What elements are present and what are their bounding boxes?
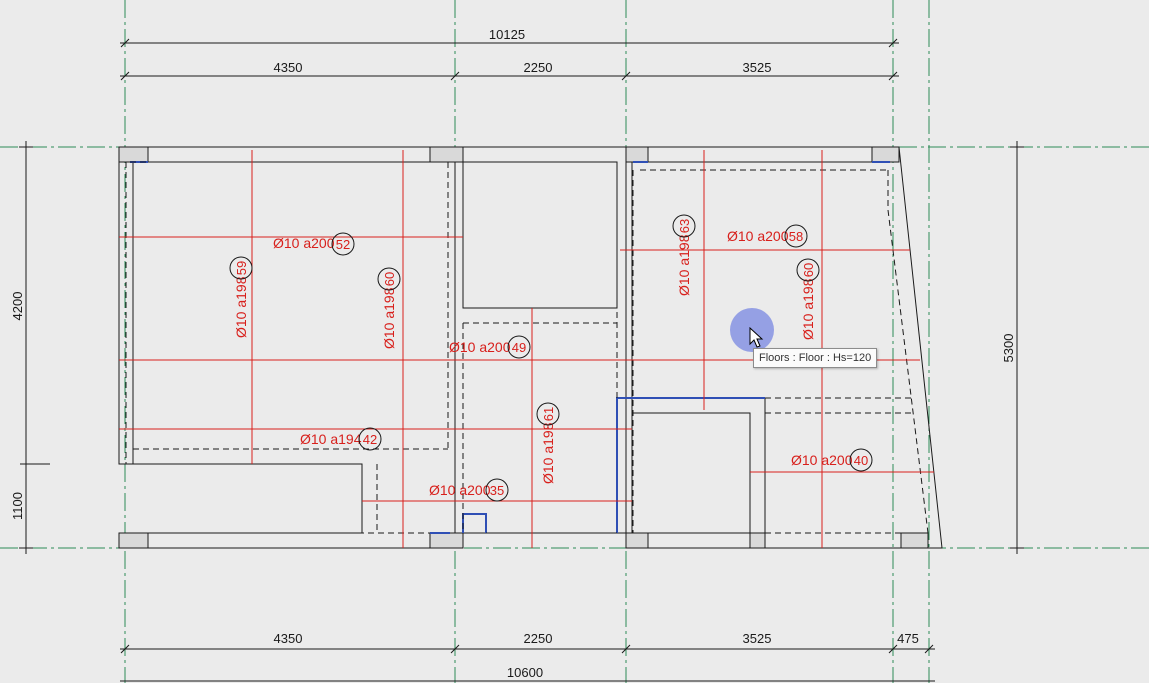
rebar-tag: 42 <box>363 432 377 447</box>
rebar-tag: 52 <box>336 237 350 252</box>
dim-bottom-seg-1: 4350 <box>274 631 303 646</box>
rebar-label: Ø10 a200 <box>273 235 335 251</box>
rebar-tag-circle <box>331 232 355 256</box>
dim-tick <box>621 71 631 81</box>
rebar-label: Ø10 a200 <box>429 482 491 498</box>
rebar-lines <box>119 150 934 548</box>
rebar-annotation-52[interactable]: Ø10 a200 52 <box>273 232 355 256</box>
dim-bottom-total: 10600 <box>507 665 543 680</box>
rebar-label: Ø10 a200 <box>449 339 511 355</box>
rebar-annotation-42[interactable]: Ø10 a194 42 <box>300 427 382 451</box>
column-block <box>871 146 900 163</box>
left-slab-outline <box>118 147 455 549</box>
dim-top-seg-1: 4350 <box>274 60 303 75</box>
dim-right: 5300 <box>1001 334 1016 363</box>
rebar-tag-circle <box>849 448 873 472</box>
rebar-annotation-58[interactable]: Ø10 a200 58 <box>727 224 808 248</box>
rebar-tag-circle <box>377 267 401 291</box>
rebar-annotation-35[interactable]: Ø10 a200 35 <box>429 478 509 502</box>
dim-tick <box>924 644 934 654</box>
highlight-edge <box>462 513 487 533</box>
rebar-annotation-61[interactable]: Ø10 a198 61 <box>536 402 560 484</box>
rebar-label: Ø10 a198 <box>540 422 556 484</box>
column-block <box>118 146 149 163</box>
element-tooltip: Floors : Floor : Hs=120 <box>753 348 878 368</box>
rebar-tag: 35 <box>490 483 504 498</box>
dim-left-upper: 4200 <box>10 292 25 321</box>
dim-tick <box>888 38 898 48</box>
right-edge <box>626 146 943 549</box>
highlight-edge <box>616 397 765 533</box>
rebar-label: Ø10 a198 <box>676 234 692 296</box>
rebar-label: Ø10 a200 <box>727 228 789 244</box>
rebar-label: Ø10 a198 <box>233 276 249 338</box>
dim-bottom-seg-4: 475 <box>897 631 919 646</box>
column-block <box>900 532 929 549</box>
column-block <box>625 146 649 163</box>
rebar-label: Ø10 a194 <box>300 431 362 447</box>
rebar-annotation-63[interactable]: Ø10 a198 63 <box>672 214 696 296</box>
rebar-annotations: Ø10 a200 52 Ø10 a200 49 Ø10 a194 42 Ø10 … <box>229 214 873 502</box>
column-block <box>749 532 766 549</box>
rebar-tag: 60 <box>382 272 397 286</box>
mouse-pointer-icon <box>749 327 764 348</box>
rebar-tag-circle <box>485 478 509 502</box>
column-blocks <box>118 146 929 549</box>
opening-outline <box>462 161 618 309</box>
dim-top-seg-3: 3525 <box>743 60 772 75</box>
dash-line <box>887 209 929 534</box>
rebar-tag: 63 <box>677 219 692 233</box>
dim-tick <box>888 644 898 654</box>
dim-top-seg-2: 2250 <box>524 60 553 75</box>
rebar-label: Ø10 a200 <box>791 452 853 468</box>
dim-top-total: 10125 <box>489 27 525 42</box>
rebar-tag: 61 <box>541 407 556 421</box>
rebar-tag-circle <box>358 427 382 451</box>
dim-tick <box>450 644 460 654</box>
dim-left-lower: 1100 <box>10 492 25 520</box>
rebar-tag: 58 <box>789 229 803 244</box>
dim-tick <box>621 644 631 654</box>
rebar-label: Ø10 a198 <box>381 287 397 349</box>
dim-tick <box>120 38 130 48</box>
column-block <box>118 532 149 549</box>
column-block <box>625 532 649 549</box>
column-block <box>429 532 464 549</box>
rebar-tag-circle <box>229 256 253 280</box>
dim-tick <box>120 71 130 81</box>
dim-tick <box>120 644 130 654</box>
rebar-tag-circle <box>784 224 808 248</box>
rebar-annotation-59[interactable]: Ø10 a198 59 <box>229 256 253 338</box>
dim-tick <box>888 71 898 81</box>
rebar-tag: 49 <box>512 340 526 355</box>
dim-tick <box>450 71 460 81</box>
dim-bottom-seg-3: 3525 <box>743 631 772 646</box>
rebar-annotation-40[interactable]: Ø10 a200 40 <box>791 448 873 472</box>
rebar-annotation-49[interactable]: Ø10 a200 49 <box>449 335 531 359</box>
hidden-lines <box>125 161 929 534</box>
stair-box <box>617 397 766 548</box>
dim-bottom-seg-2: 2250 <box>524 631 553 646</box>
rebar-annotation-60-right[interactable]: Ø10 a198 60 <box>796 258 820 340</box>
rebar-tag: 59 <box>234 261 249 275</box>
rebar-label: Ø10 a198 <box>800 278 816 340</box>
dimension-texts: 10125 4350 2250 3525 4350 2250 3525 475 … <box>10 27 1016 680</box>
rebar-annotation-60-left[interactable]: Ø10 a198 60 <box>377 267 401 349</box>
column-block <box>429 146 464 163</box>
rebar-tag: 40 <box>854 453 868 468</box>
dimension-lines <box>19 38 1024 682</box>
rebar-tag-circle <box>672 214 696 238</box>
rebar-tag-circle <box>796 258 820 282</box>
stair-box-inner <box>632 412 751 548</box>
rebar-tag: 60 <box>801 263 816 277</box>
rebar-tag-circle <box>536 402 560 426</box>
rebar-tag-circle <box>507 335 531 359</box>
